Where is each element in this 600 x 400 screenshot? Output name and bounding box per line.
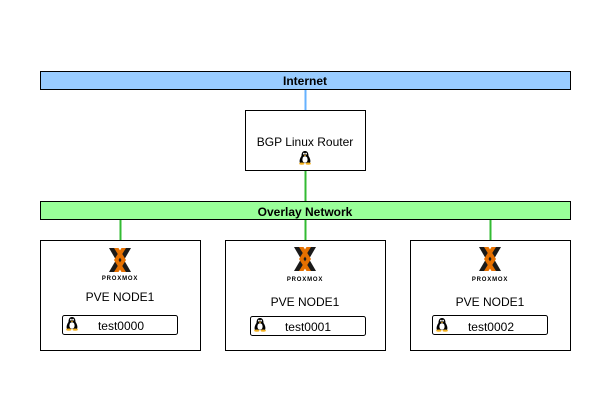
vm-label: test0000 — [98, 319, 144, 333]
node-label: PVE NODE1 — [456, 295, 525, 309]
proxmox-brand-label: PROXMOX — [102, 276, 138, 282]
vm-box: test0000 — [62, 315, 178, 335]
proxmox-brand-label: PROXMOX — [472, 277, 508, 283]
proxmox-brand-label: PROXMOX — [287, 277, 323, 283]
vm-box: test0001 — [250, 316, 366, 336]
vm-label: test0002 — [468, 320, 514, 334]
router-label: BGP Linux Router — [257, 135, 354, 149]
vm-box: test0002 — [432, 315, 548, 335]
internet-bar: Internet — [40, 71, 571, 90]
pve-node-box: PROXMOX PVE NODE1 test0000 — [40, 240, 201, 351]
overlay-network-bar: Overlay Network — [40, 201, 571, 220]
node-label: PVE NODE1 — [86, 290, 155, 304]
overlay-label: Overlay Network — [258, 205, 353, 219]
vm-label: test0001 — [285, 320, 331, 334]
node-label: PVE NODE1 — [271, 295, 340, 309]
router-box: BGP Linux Router — [245, 110, 366, 171]
internet-label: Internet — [283, 74, 327, 88]
pve-node-box: PROXMOX PVE NODE1 test0001 — [225, 240, 386, 351]
pve-node-box: PROXMOX PVE NODE1 test0002 — [410, 240, 571, 351]
